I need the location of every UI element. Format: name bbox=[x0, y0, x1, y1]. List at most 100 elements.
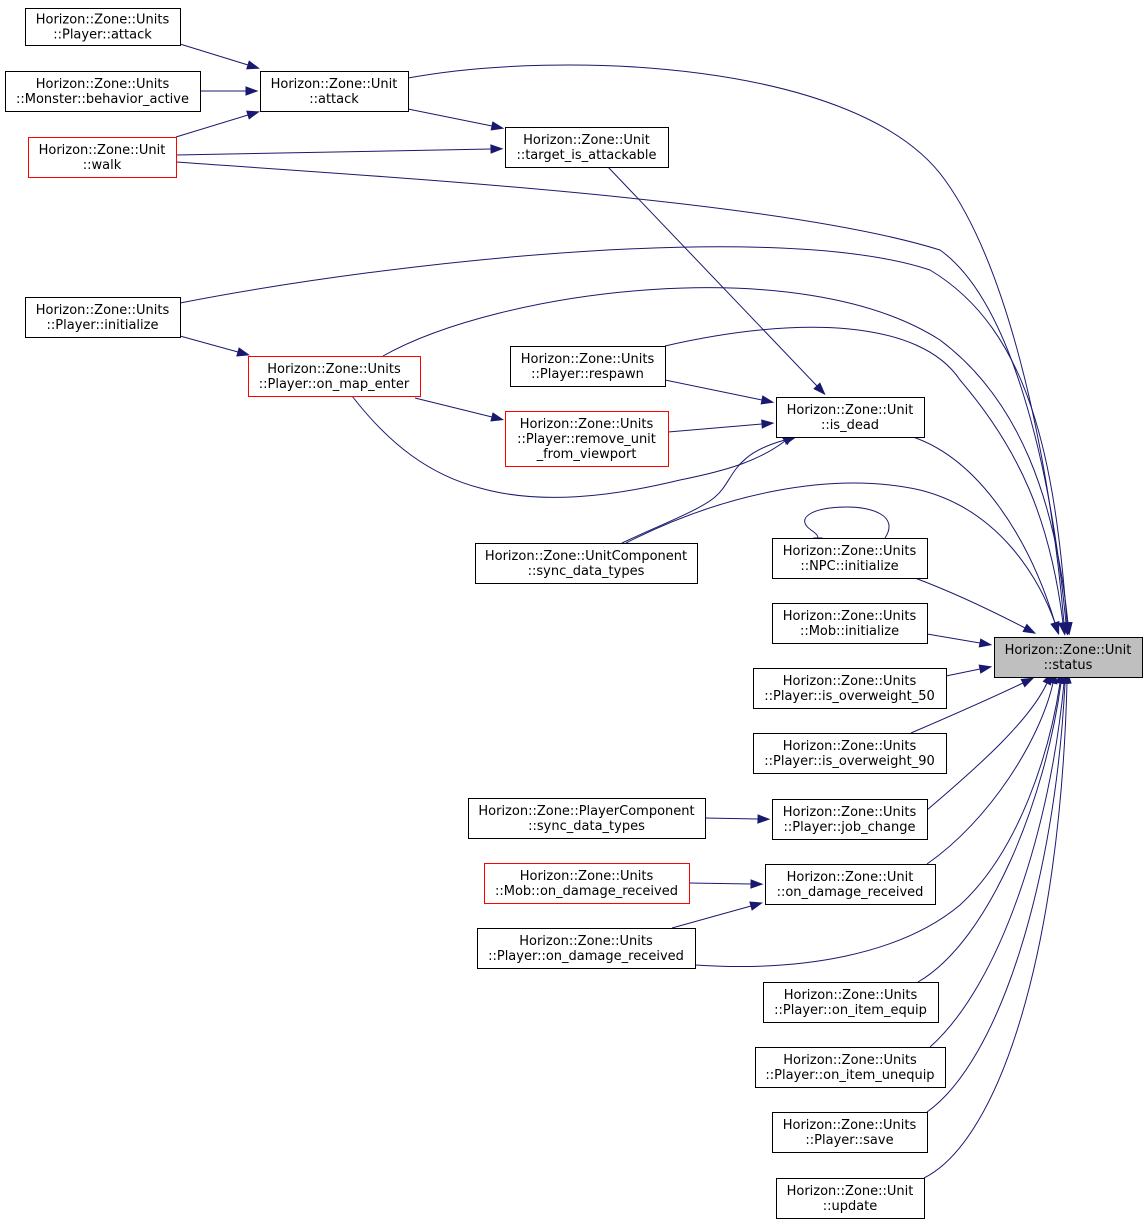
node-label-line: Horizon::Zone::Units bbox=[36, 13, 170, 28]
node-box bbox=[260, 71, 409, 112]
node-player-on-item-unequip[interactable]: Horizon::Zone::Units::Player::on_item_un… bbox=[755, 1047, 946, 1088]
node-box bbox=[477, 928, 696, 969]
node-unit-on-damage-received[interactable]: Horizon::Zone::Unit::on_damage_received bbox=[765, 864, 936, 905]
edge-unit_walk-to-target_is_attackable bbox=[175, 144, 504, 156]
node-label-line: Horizon::Zone::Units bbox=[783, 544, 917, 559]
edge-line bbox=[179, 246, 1068, 624]
node-box bbox=[776, 397, 925, 438]
node-player-on-damage-received[interactable]: Horizon::Zone::Units::Player::on_damage_… bbox=[477, 928, 696, 969]
edge-line bbox=[910, 682, 1024, 734]
node-player-job-change[interactable]: Horizon::Zone::Units::Player::job_change bbox=[772, 799, 928, 840]
node-label-line: Horizon::Zone::PlayerComponent bbox=[478, 804, 694, 819]
node-unit-attack[interactable]: Horizon::Zone::Unit::attack bbox=[260, 71, 409, 112]
node-label-line: ::walk bbox=[83, 158, 122, 173]
edge-line bbox=[914, 577, 1026, 629]
node-player-attack[interactable]: Horizon::Zone::Units::Player::attack bbox=[25, 8, 181, 46]
edge-player_is_overweight_90-to-status bbox=[910, 677, 1035, 734]
node-status[interactable]: Horizon::Zone::Unit::status bbox=[994, 637, 1143, 678]
edge-line bbox=[912, 436, 1056, 624]
node-unit-update[interactable]: Horizon::Zone::Unit::update bbox=[776, 1178, 925, 1219]
edge-line bbox=[926, 682, 1066, 1113]
node-label-line: ::Player::remove_unit bbox=[517, 432, 656, 447]
node-label-line: Horizon::Zone::Units bbox=[783, 609, 917, 624]
edge-line bbox=[664, 379, 763, 401]
node-box bbox=[772, 799, 928, 840]
node-label-line: ::NPC::initialize bbox=[800, 559, 898, 574]
edge-line bbox=[175, 148, 492, 156]
edge-npc_initialize-to-status bbox=[914, 577, 1037, 634]
edge-player_on_map_enter-to-player_remove_unit_from_viewport bbox=[414, 397, 505, 422]
node-label-line: Horizon::Zone::Units bbox=[36, 77, 170, 92]
node-label-line: Horizon::Zone::Unit bbox=[787, 870, 914, 885]
edge-line bbox=[926, 682, 1054, 865]
edge-playercomponent_sync_data_types-to-player_job_change bbox=[704, 814, 771, 824]
node-mob-initialize[interactable]: Horizon::Zone::Units::Mob::initialize bbox=[772, 603, 928, 644]
node-label-line: ::Mob::initialize bbox=[800, 624, 899, 639]
edge-player_respawn-to-unit_is_dead bbox=[664, 379, 775, 405]
edge-line bbox=[175, 161, 1067, 624]
node-player-is-overweight-50[interactable]: Horizon::Zone::Units::Player::is_overwei… bbox=[753, 668, 947, 709]
edge-line bbox=[704, 817, 759, 820]
node-playercomponent-sync-data-types[interactable]: Horizon::Zone::PlayerComponent::sync_dat… bbox=[468, 798, 706, 839]
edge-arrowhead bbox=[1050, 621, 1060, 635]
node-box bbox=[248, 356, 421, 397]
edge-arrowhead bbox=[236, 347, 250, 357]
edge-line bbox=[923, 682, 1068, 1179]
node-label-line: Horizon::Zone::Unit bbox=[523, 133, 650, 148]
node-player-respawn[interactable]: Horizon::Zone::Units::Player::respawn bbox=[510, 346, 666, 387]
node-label-line: Horizon::Zone::Units bbox=[783, 1118, 917, 1133]
node-label-line: Horizon::Zone::Units bbox=[520, 869, 654, 884]
node-label-line: ::sync_data_types bbox=[528, 819, 645, 834]
node-npc-initialize[interactable]: Horizon::Zone::Units::NPC::initialize bbox=[772, 538, 928, 579]
edge-unit_walk-to-unit_attack bbox=[175, 110, 260, 138]
node-label-line: ::Player::on_damage_received bbox=[488, 949, 684, 964]
node-box bbox=[475, 543, 698, 584]
edge-line bbox=[804, 506, 890, 539]
node-label-line: ::update bbox=[823, 1199, 878, 1214]
node-label-line: ::Mob::on_damage_received bbox=[495, 884, 678, 899]
node-label-line: Horizon::Zone::Units bbox=[783, 805, 917, 820]
node-label-line: ::Player::on_item_unequip bbox=[765, 1068, 934, 1083]
edge-line bbox=[382, 287, 1069, 624]
node-label-line: ::target_is_attackable bbox=[516, 148, 656, 163]
node-label-line: ::Player::is_overweight_50 bbox=[764, 689, 935, 704]
edge-mob_on_damage_received-to-unit_on_damage_received bbox=[688, 879, 764, 889]
node-player-on-map-enter[interactable]: Horizon::Zone::Units::Player::on_map_ent… bbox=[248, 356, 421, 397]
node-label-line: Horizon::Zone::UnitComponent bbox=[485, 549, 687, 564]
node-box bbox=[763, 982, 939, 1023]
edge-line bbox=[607, 166, 818, 387]
node-player-save[interactable]: Horizon::Zone::Units::Player::save bbox=[772, 1112, 928, 1153]
node-box bbox=[753, 733, 947, 774]
edge-arrowhead bbox=[246, 110, 260, 120]
node-label-line: ::sync_data_types bbox=[528, 564, 645, 579]
node-unit-walk[interactable]: Horizon::Zone::Unit::walk bbox=[28, 137, 177, 178]
node-label-line: ::attack bbox=[309, 92, 359, 107]
node-label-line: Horizon::Zone::Unit bbox=[1005, 643, 1132, 658]
edge-arrowhead bbox=[749, 901, 763, 911]
node-player-is-overweight-90[interactable]: Horizon::Zone::Units::Player::is_overwei… bbox=[753, 733, 947, 774]
edge-unit_is_dead-to-status bbox=[912, 436, 1060, 635]
nodes-layer: Horizon::Zone::Unit::statusHorizon::Zone… bbox=[5, 8, 1143, 1219]
edge-arrowhead bbox=[978, 664, 993, 674]
node-target-is-attackable[interactable]: Horizon::Zone::Unit::target_is_attackabl… bbox=[505, 127, 669, 168]
node-player-on-item-equip[interactable]: Horizon::Zone::Units::Player::on_item_eq… bbox=[763, 982, 939, 1023]
node-label-line: Horizon::Zone::Units bbox=[783, 1053, 917, 1068]
edge-player_attack-to-unit_attack bbox=[179, 43, 260, 70]
node-box bbox=[505, 411, 669, 467]
node-unitcomponent-sync-data-types[interactable]: Horizon::Zone::UnitComponent::sync_data_… bbox=[475, 543, 698, 584]
edge-arrowhead bbox=[760, 395, 775, 405]
edge-line bbox=[351, 395, 786, 498]
edge-line bbox=[926, 682, 1048, 811]
edge-arrowhead bbox=[761, 419, 775, 429]
node-label-line: Horizon::Zone::Units bbox=[36, 303, 170, 318]
node-unit-is-dead[interactable]: Horizon::Zone::Unit::is_dead bbox=[776, 397, 925, 438]
node-monster-behavior-active[interactable]: Horizon::Zone::Units::Monster::behavior_… bbox=[5, 71, 201, 112]
edge-line bbox=[625, 482, 1056, 624]
edge-arrowhead bbox=[245, 86, 259, 96]
node-mob-on-damage-received[interactable]: Horizon::Zone::Units::Mob::on_damage_rec… bbox=[484, 863, 690, 904]
edge-line bbox=[945, 668, 981, 677]
node-player-remove-unit-from-viewport[interactable]: Horizon::Zone::Units::Player::remove_uni… bbox=[505, 411, 669, 467]
edge-player_respawn-to-status bbox=[664, 326, 1068, 636]
edge-arrowhead bbox=[490, 412, 505, 422]
node-player-initialize[interactable]: Horizon::Zone::Units::Player::initialize bbox=[25, 297, 181, 338]
